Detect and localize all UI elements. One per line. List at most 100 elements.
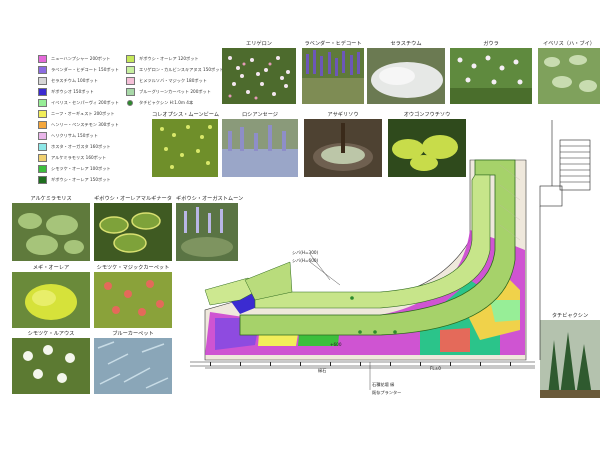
spiraea-aurea-image	[12, 272, 90, 328]
cerastium-image	[367, 48, 445, 104]
caption-snowball: シモツケ・ルアウス	[27, 331, 75, 337]
legend-swatch	[38, 120, 47, 129]
blue-carpet-image	[94, 338, 172, 394]
photo-aralia: アサギリソウ	[304, 111, 382, 177]
leader-lines	[309, 253, 371, 390]
legend-swatch	[126, 54, 135, 63]
caption-aralia: アサギリソウ	[327, 112, 359, 118]
label-planter-existing: 既存プランター	[372, 389, 401, 396]
legend-label: ヘリクリサム 150ポット	[51, 132, 98, 138]
photo-blue-carpet: ブルーカーペット	[94, 330, 172, 394]
label-shiba-600: シバ(H=600)	[292, 258, 319, 263]
legend-label: ギボウシ・オーレア 120ポット	[139, 55, 199, 61]
plant-legend-right: ギボウシ・オーレア 120ポットエリゲロン・カルビンスキアヌス 150ポットヒメ…	[126, 53, 224, 108]
legend-entry: ギボウシオ 150ポット	[38, 86, 119, 97]
legend-entry: ヒメツルソバ・マジック 180ポット	[126, 75, 224, 86]
label-edge: 縁石	[318, 367, 326, 374]
caption-hosta-aurea: ギボウシ・オーレアマルギナータ	[94, 196, 172, 202]
plant-legend-left: ニューハンプシャー 200ポットラベンダー・ヒデコート 150ポットセラスチウム…	[38, 53, 119, 185]
caption-cerastium: セラスチウム	[390, 41, 422, 47]
alchemilla-image	[12, 203, 90, 261]
legend-swatch	[38, 142, 47, 151]
legend-label: ヒメツルソバ・マジック 180ポット	[139, 77, 207, 83]
photo-hakone: オウゴンフウチソウ	[388, 111, 466, 177]
caption-iberis: イベリス（ハ・ブイ）	[543, 41, 595, 47]
legend-entry: ホスタ・オーガスタ 160ポット	[38, 141, 119, 152]
caption-gaura: ガウラ	[483, 41, 499, 47]
legend-entry: イベリス・センパーヴィ 200ポット	[38, 97, 119, 108]
legend-entry: ブルーグリーンカーペット 200ポット	[126, 86, 224, 97]
caption-lavender: ラベンダー・ヒデコート	[304, 41, 362, 47]
label-fl: FL±0	[430, 366, 441, 371]
legend-swatch	[38, 153, 47, 162]
lawn-strip-outer	[239, 159, 516, 336]
caption-hosta-august: ギボウシ・オーガストムーン	[176, 196, 244, 202]
legend-entry: ニーフ・オーギュスト 200ポット	[38, 108, 119, 119]
label-planter-edge: 石積花壇 縁	[372, 381, 394, 388]
hosta-august-image	[176, 203, 238, 261]
caption-spiraea-magic: シモツケ・マジックカーペット	[96, 265, 170, 271]
legend-swatch	[38, 109, 47, 118]
legend-entry: ラベンダー・ヒデコート 150ポット	[38, 64, 119, 75]
spiraea-magic-image	[94, 272, 172, 328]
legend-entry: セラスチウム 100ポット	[38, 75, 119, 86]
legend-swatch	[38, 164, 47, 173]
legend-label: ホスタ・オーガスタ 160ポット	[51, 143, 111, 149]
photo-erigeron: エリゲロン	[222, 40, 296, 104]
aralia-image	[304, 119, 382, 177]
legend-swatch	[38, 98, 47, 107]
photo-spiraea-magic: シモツケ・マジックカーペット	[94, 264, 172, 328]
coleoptera-image	[152, 119, 218, 177]
legend-entry: シモツケ・オーレア 100ポット	[38, 163, 119, 174]
iberis-image	[538, 48, 600, 104]
legend-entry: エリゲロン・カルビンスキアヌス 150ポット	[126, 64, 224, 75]
photo-iberis: イベリス（ハ・ブイ）	[538, 40, 600, 104]
baseline-ticks	[210, 362, 511, 366]
garden-plan-drawing: シバ(H=300) シバ(H=600) 縁石 石積花壇 縁 既存プランター FL…	[190, 120, 591, 396]
legend-entry: ヘリクリサム 150ポット	[38, 130, 119, 141]
hosta-aurea-image	[94, 203, 172, 261]
caption-russian-sage: ロシアンセージ	[241, 112, 278, 118]
photo-alchemilla: アルケミラモリス	[12, 195, 90, 261]
caption-coleoptera: コレオプシス・ムーンビーム	[152, 112, 220, 118]
legend-entry: ヘンリー・ペンステモン 300ポット	[38, 119, 119, 130]
staircase	[539, 120, 591, 360]
legend-label: ヘンリー・ペンステモン 300ポット	[51, 121, 119, 127]
erigeron-image	[222, 48, 296, 104]
garden-plan: シバ(H=300) シバ(H=600) 縁石 石積花壇 縁 既存プランター FL…	[180, 120, 600, 450]
legend-label: ニューハンプシャー 200ポット	[51, 55, 111, 61]
label-shiba-300: シバ(H=300)	[292, 250, 319, 255]
legend-swatch	[38, 54, 47, 63]
legend-entry: ギボウシ・オーレア 120ポット	[126, 53, 224, 64]
photo-lavender: ラベンダー・ヒデコート	[302, 40, 364, 104]
legend-swatch	[38, 87, 47, 96]
legend-label: アルケミラモリス 160ポット	[51, 154, 107, 160]
caption-erigeron: エリゲロン	[246, 41, 272, 47]
lawn-wedge	[244, 261, 293, 301]
legend-entry: タチビャクシン H:1.0m 4本	[126, 97, 224, 108]
legend-label: ラベンダー・ヒデコート 150ポット	[51, 66, 119, 72]
caption-hakone: オウゴンフウチソウ	[403, 112, 451, 118]
label-dim: +600	[330, 342, 342, 347]
caption-alchemilla: アルケミラモリス	[30, 196, 72, 202]
legend-label: タチビャクシン H:1.0m 4本	[139, 99, 194, 105]
legend-swatch	[38, 65, 47, 74]
snowball-image	[12, 338, 90, 394]
photo-coleoptera: コレオプシス・ムーンビーム	[152, 111, 220, 177]
legend-label: ギボウシ・オーレア 150ポット	[51, 176, 111, 182]
photo-spiraea-aurea: メギ・オーレア	[12, 264, 90, 328]
photo-gaura: ガウラ	[450, 40, 532, 104]
russian-sage-image	[222, 119, 298, 177]
baseline	[190, 361, 535, 369]
hakone-image	[388, 119, 466, 177]
juniper-markers	[350, 296, 397, 334]
legend-label: ブルーグリーンカーペット 200ポット	[139, 88, 211, 94]
legend-entry: ギボウシ・オーレア 150ポット	[38, 174, 119, 185]
photo-cerastium: セラスチウム	[367, 40, 445, 104]
photo-juniper: タチビャクシン	[540, 312, 600, 398]
legend-label: セラスチウム 100ポット	[51, 77, 98, 83]
legend-label: イベリス・センパーヴィ 200ポット	[51, 99, 119, 105]
caption-juniper: タチビャクシン	[551, 313, 589, 319]
legend-swatch	[126, 65, 135, 74]
legend-swatch	[38, 131, 47, 140]
